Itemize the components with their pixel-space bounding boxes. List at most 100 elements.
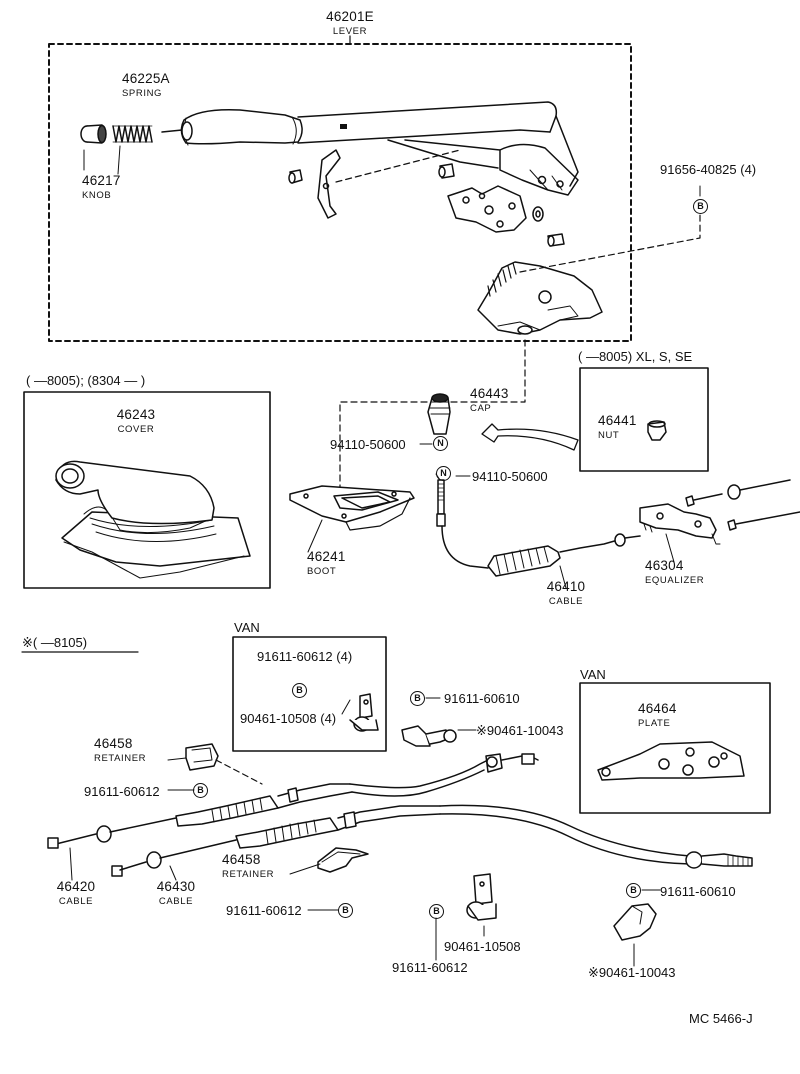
retainer-top-part-name: RETAINER: [94, 753, 147, 764]
nut-label: 46441 NUT: [598, 414, 637, 443]
ratchet-bracket-part: [477, 261, 603, 335]
lever-pins: [288, 163, 565, 247]
clamp-mid-label: ※90461-10043: [476, 723, 564, 738]
bolt-bottom-badge: B: [338, 903, 353, 918]
van-left-frame: [232, 636, 387, 752]
cable-left-label: 46420 CABLE: [57, 880, 96, 909]
cover-label: 46243 COVER: [117, 408, 156, 437]
mid-clamp-part: [401, 725, 457, 747]
spring-part-number: 46225A: [122, 71, 170, 86]
cover-part-number: 46243: [116, 407, 156, 422]
front-cable-part: [441, 525, 641, 577]
plate-part: [597, 741, 745, 781]
cap-part-number: 46443: [470, 386, 509, 401]
van-left-bolt-label: 91611-60612 (4): [257, 649, 353, 664]
sector-plate-part: [447, 185, 527, 233]
cable-front-part-number: 46410: [546, 579, 586, 594]
knob-part-name: KNOB: [82, 190, 112, 201]
cover-part: [55, 460, 251, 579]
cap-label: 46443 CAP: [470, 387, 509, 416]
cap-part-name: CAP: [470, 403, 492, 414]
van-left-title: VAN: [234, 620, 260, 635]
nut-part-name: NUT: [598, 430, 620, 441]
bolt-left-badge: B: [193, 783, 208, 798]
bolt-bottom-center-label: 91611-60612: [392, 960, 468, 975]
lever-label: 46201E LEVER: [326, 10, 374, 39]
boot-part: [289, 485, 415, 531]
bottom-range-label: ※( —8105): [22, 635, 88, 650]
cable-front-part-name: CABLE: [548, 596, 584, 607]
bolt-bottom-right-label: 91611-60610: [660, 884, 736, 899]
bolt-mid-label: 91611-60610: [444, 691, 520, 706]
equalizer-label: 46304 EQUALIZER: [645, 559, 704, 588]
cap-part: [427, 393, 451, 435]
bottom-right-clamp-part: [613, 903, 657, 941]
van-left-bolt-badge: B: [292, 683, 307, 698]
van-right-title: VAN: [580, 667, 606, 682]
boot-part-number: 46241: [307, 549, 346, 564]
lever-part-number: 46201E: [326, 9, 374, 24]
equalizer-part-number: 46304: [645, 558, 684, 573]
nut-part-number: 46441: [598, 413, 637, 428]
cover-range-label: ( —8005); (8304 — ): [26, 373, 146, 388]
retainer-top-label: 46458 RETAINER: [94, 737, 146, 766]
spring-part-name: SPRING: [122, 88, 163, 99]
retainer-bottom-part-name: RETAINER: [222, 869, 275, 880]
bolt-bottom-label: 91611-60612: [226, 903, 302, 918]
knob-part: [80, 124, 107, 144]
lever-part: [161, 101, 579, 196]
bolt-mid-badge: B: [410, 691, 425, 706]
spring-part: [112, 125, 153, 143]
knob-label: 46217 KNOB: [82, 174, 121, 203]
bottom-clamp-part: [466, 873, 497, 921]
pawl-part: [317, 149, 341, 219]
threaded-rod-part: [436, 479, 446, 527]
retainer-bottom-part-number: 46458: [222, 852, 261, 867]
bolt-top-right-badge: B: [693, 199, 708, 214]
cable-front-label: 46410 CABLE: [547, 580, 586, 609]
nut-range-label: ( —8005) XL, S, SE: [578, 349, 693, 364]
van-left-clamp-label: 90461-10508 (4): [240, 711, 337, 726]
arrow: [481, 423, 579, 451]
lever-part-name: LEVER: [332, 26, 368, 37]
bolt-bottom-center-badge: B: [429, 904, 444, 919]
van-clamp-part: [349, 693, 379, 732]
knob-part-number: 46217: [82, 173, 121, 188]
nut-part: [647, 420, 667, 441]
retainer-bottom-label: 46458 RETAINER: [222, 853, 274, 882]
retainer-top-part: [185, 743, 219, 771]
cover-frame: [23, 391, 271, 589]
leader-lines: [69, 145, 701, 967]
nut-cap-left-label: 94110-50600: [330, 437, 406, 452]
retainer-bottom-part: [317, 847, 369, 873]
boot-label: 46241 BOOT: [307, 550, 346, 579]
plate-part-number: 46464: [638, 701, 677, 716]
rear-cable-right-part: [111, 804, 753, 877]
spring-label: 46225A SPRING: [122, 72, 170, 101]
nut-frame: [579, 367, 709, 472]
cable-right-part-name: CABLE: [158, 896, 194, 907]
plate-label: 46464 PLATE: [638, 702, 677, 731]
clamp-bottom-label: 90461-10508: [444, 939, 521, 954]
boot-part-name: BOOT: [307, 566, 337, 577]
rear-cable-left-part: [47, 753, 539, 849]
retainer-top-part-number: 46458: [94, 736, 133, 751]
nut-cap-right-label: 94110-50600: [472, 469, 548, 484]
equalizer-part: [639, 479, 800, 545]
bolt-bottom-right-badge: B: [626, 883, 641, 898]
cable-left-part-number: 46420: [56, 879, 96, 894]
nut-cap-right-badge: N: [436, 466, 451, 481]
plate-part-name: PLATE: [638, 718, 671, 729]
cable-right-part-number: 46430: [156, 879, 196, 894]
bolt-top-right-label: 91656-40825 (4): [660, 162, 757, 177]
van-right-frame: [579, 682, 771, 814]
lever-group-frame: [48, 43, 632, 342]
clamp-bottom-right-label: ※90461-10043: [588, 965, 676, 980]
cover-part-name: COVER: [117, 424, 155, 435]
bolt-left-label: 91611-60612: [84, 784, 160, 799]
cable-right-label: 46430 CABLE: [157, 880, 196, 909]
equalizer-part-name: EQUALIZER: [645, 575, 705, 586]
figure-code: MC 5466-J: [689, 1011, 753, 1026]
